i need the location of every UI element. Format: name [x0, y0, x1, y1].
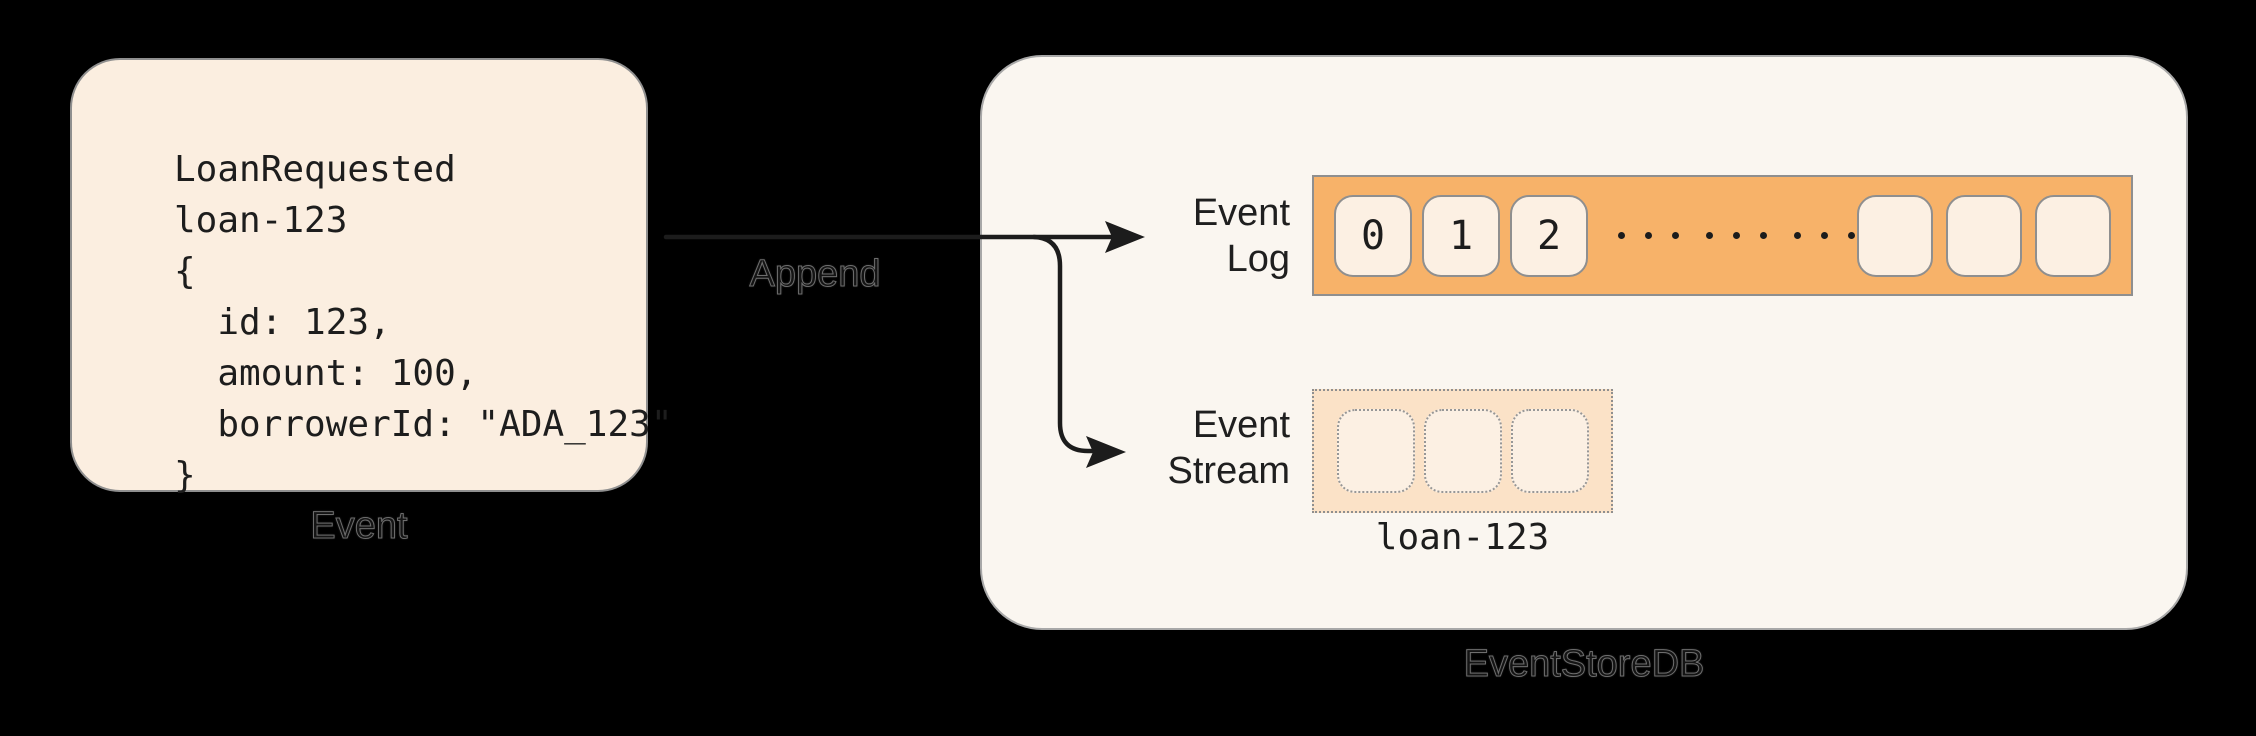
code-line: amount: 100,: [174, 353, 478, 394]
event-log-label-line1: Event: [1192, 192, 1290, 234]
ellipsis-dot: [1618, 232, 1625, 239]
ellipsis-dot: [1733, 232, 1740, 239]
event-card: LoanRequested loan-123 { id: 123, amount: …: [70, 58, 673, 496]
event-stream-cell: [1511, 409, 1589, 493]
event-stream-label-line2: Stream: [1167, 450, 1290, 492]
append-arrow-label: Append: [749, 253, 881, 296]
code-line: {: [174, 251, 196, 292]
event-stream-label-line1: Event: [1192, 404, 1290, 446]
event-code-block: LoanRequested loan-123 { id: 123, amount: …: [174, 144, 673, 501]
code-line: id: 123,: [174, 302, 391, 343]
ellipsis-dot: [1760, 232, 1767, 239]
event-log-empty-cell: [1857, 194, 1933, 277]
ellipsis-dot: [1821, 232, 1828, 239]
event-log-cell: 1: [1422, 194, 1500, 277]
ellipsis-dot: [1672, 232, 1679, 239]
code-line: borrowerId: "ADA_123": [174, 404, 673, 445]
event-stream-label: Event Stream: [1058, 402, 1290, 494]
event-card-caption: Event: [310, 505, 408, 548]
code-line: LoanRequested: [174, 149, 456, 190]
event-log-ellipsis: [1618, 232, 1855, 239]
event-log-label: Event Log: [1058, 190, 1290, 282]
ellipsis-dot: [1848, 232, 1855, 239]
stream-name-label: loan-123: [1375, 517, 1550, 558]
event-log-cell: 2: [1510, 194, 1588, 277]
event-log-empty-cell: [2035, 194, 2111, 277]
event-stream-cell: [1337, 409, 1415, 493]
event-log-empty-cell: [1946, 194, 2022, 277]
event-stream-cell: [1424, 409, 1502, 493]
event-log-label-line2: Log: [1226, 238, 1290, 280]
ellipsis-dot: [1706, 232, 1713, 239]
ellipsis-dot: [1645, 232, 1652, 239]
code-line: loan-123: [174, 200, 348, 241]
eventstoredb-box: [980, 55, 2188, 630]
code-line: }: [174, 455, 196, 496]
event-log-cell: 0: [1334, 194, 1412, 277]
event-stream-box: [1312, 389, 1613, 513]
eventstoredb-caption: EventStoreDB: [1463, 643, 1705, 686]
ellipsis-dot: [1794, 232, 1801, 239]
event-log-empty-cells: [1857, 194, 2111, 277]
